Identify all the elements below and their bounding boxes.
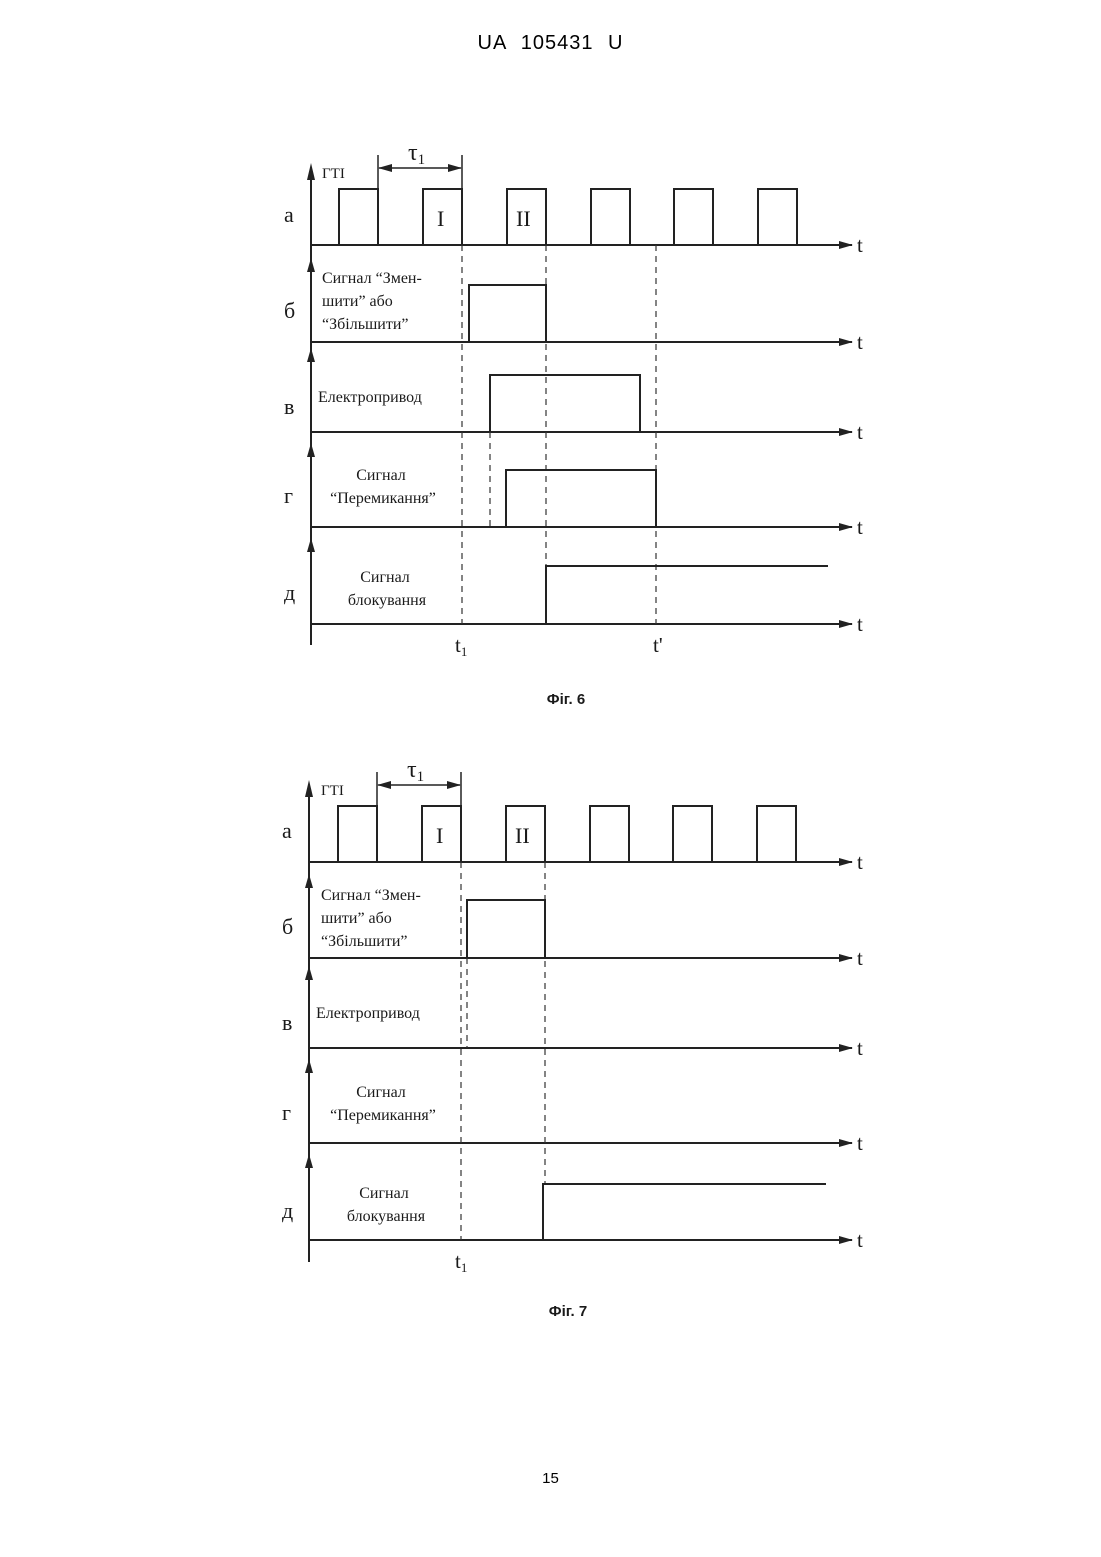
time-marker-t1: t1 [455,633,467,659]
pulse-label-II: II [516,206,531,231]
row-letter: г [282,1100,291,1125]
figure-7: t t t t t а б в г д ГТІ I II τ1 Сигнал “… [0,720,1101,1330]
pulse-label-I: I [437,206,444,231]
row-letter: д [282,1198,293,1223]
row-letter: в [284,394,294,419]
figure-caption: Фіг. 6 [547,691,585,708]
axis-arrow-up [305,1154,313,1168]
pulse-label-I: I [436,823,443,848]
label-switching: Сигнал “Перемикання” [330,467,436,507]
signal-blocking [546,566,828,624]
row-letter: в [282,1010,292,1035]
axis-label-t: t [857,1131,863,1155]
axis-label-t: t [857,1228,863,1252]
axis-label-t: t [857,612,863,636]
label-blocking: Сигнал блокування [347,1185,426,1225]
axis-arrow-up [305,966,313,980]
row-letter: а [282,818,292,843]
dashed-reference-lines [461,862,545,1240]
clock-pulse-train [339,189,797,245]
period-label: τ1 [407,757,424,785]
period-label: τ1 [408,140,425,168]
label-decrease-increase: Сигнал “Змен- шити” або “Збільшити” [322,270,426,333]
signal-decrease-increase [469,285,546,342]
axis-arrow-up [307,443,315,457]
axis-arrow-up [305,780,313,797]
axis-label-t: t [857,330,863,354]
axis-arrow-up [307,258,315,272]
signal-switching [506,470,656,527]
row-letter: г [284,483,293,508]
figure-caption: Фіг. 7 [549,1303,587,1320]
label-electric-drive: Електропривод [318,389,422,406]
label-electric-drive: Електропривод [316,1005,420,1022]
row-letter: б [282,914,293,939]
label-switching: Сигнал “Перемикання” [330,1084,436,1124]
row-letter: а [284,202,294,227]
axis-label-t: t [857,420,863,444]
axis-arrow-up [305,874,313,888]
label-decrease-increase: Сигнал “Змен- шити” або “Збільшити” [321,887,425,950]
signal-decrease-increase [467,900,545,958]
axis-label-t: t [857,515,863,539]
row-letter: б [284,298,295,323]
dashed-reference-lines [462,245,656,624]
time-marker-t1: t1 [455,1249,467,1275]
figure-6: t t t t t а б в г д ГТІ I II τ1 Сигнал “… [0,0,1101,720]
clock-pulse-train [338,806,796,862]
row-letter: д [284,580,295,605]
signal-electric-drive [490,375,640,432]
axis-arrow-up [307,163,315,180]
axis-arrow-up [307,538,315,552]
signal-blocking [543,1184,826,1240]
time-marker-tprime: t' [653,633,663,657]
axis-label-t: t [857,1036,863,1060]
axis-arrow-up [305,1059,313,1073]
clock-label: ГТІ [322,166,345,182]
axis-label-t: t [857,946,863,970]
clock-label: ГТІ [321,783,344,799]
page-number: 15 [0,1470,1101,1487]
axis-label-t: t [857,850,863,874]
pulse-label-II: II [515,823,530,848]
label-blocking: Сигнал блокування [348,569,427,609]
axis-label-t: t [857,233,863,257]
axis-arrow-up [307,348,315,362]
